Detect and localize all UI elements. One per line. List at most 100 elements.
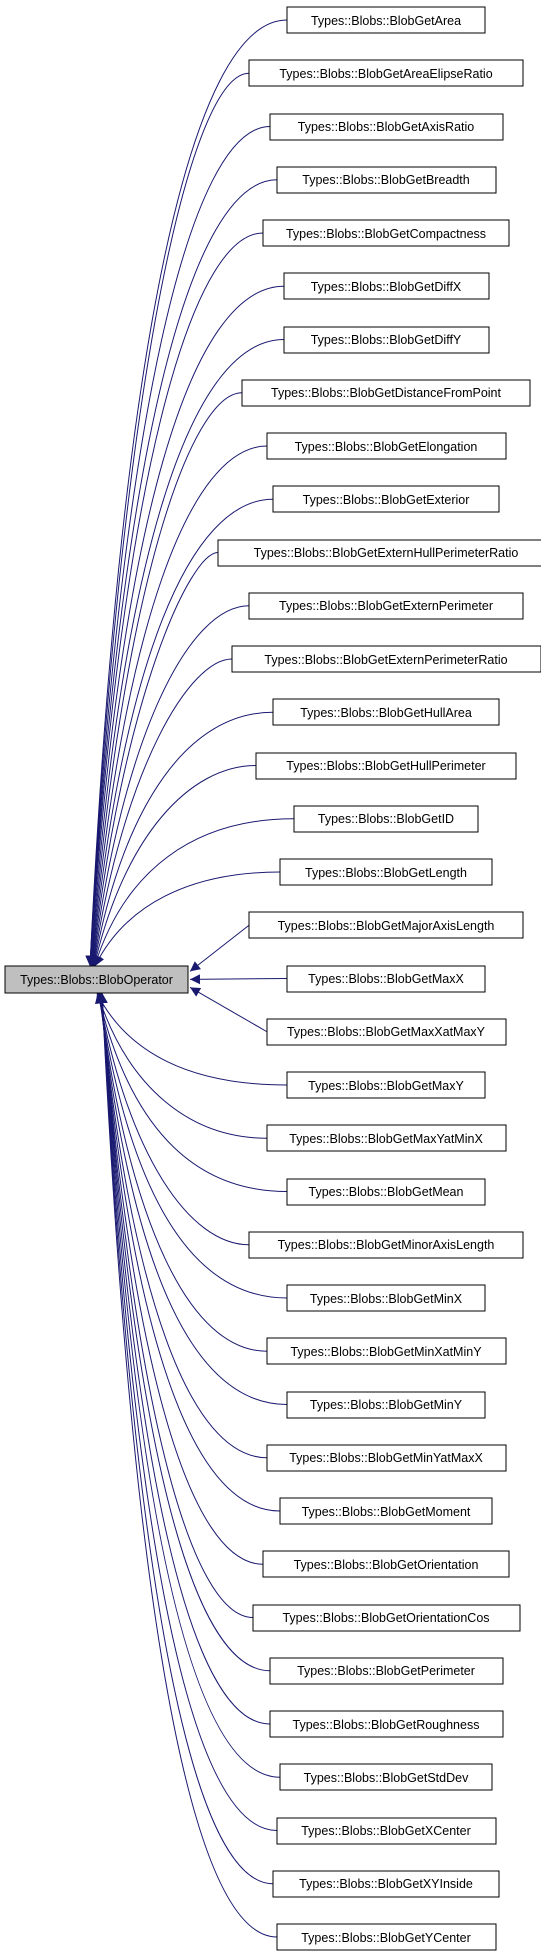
child-node-label: Types::Blobs::BlobGetPerimeter	[297, 1664, 475, 1678]
child-node-blob-get-extern-perimeter-ratio[interactable]: Types::Blobs::BlobGetExternPerimeterRati…	[231, 645, 541, 673]
child-node-box[interactable]	[252, 1604, 521, 1632]
child-node-blob-get-orientation[interactable]: Types::Blobs::BlobGetOrientation	[262, 1550, 510, 1578]
child-node-box[interactable]	[279, 1497, 493, 1525]
child-node-box[interactable]	[266, 1018, 507, 1046]
edge-blob-get-area-elipse-ratio	[85, 72, 250, 967]
child-node-box[interactable]	[272, 698, 500, 726]
child-node-box[interactable]	[286, 1178, 486, 1206]
edge-blob-get-max-x	[189, 974, 288, 985]
child-node-blob-get-max-y[interactable]: Types::Blobs::BlobGetMaxY	[286, 1071, 486, 1099]
child-node-box[interactable]	[276, 166, 497, 194]
child-node-blob-get-diff-x[interactable]: Types::Blobs::BlobGetDiffX	[283, 272, 490, 300]
child-node-blob-get-id[interactable]: Types::Blobs::BlobGetID	[293, 805, 479, 833]
edge-blob-get-diff-x	[85, 285, 285, 967]
nodes-layer: Types::Blobs::BlobOperator Types::Blobs:…	[4, 6, 541, 1951]
child-node-box[interactable]	[272, 485, 500, 513]
child-node-blob-get-diff-y[interactable]: Types::Blobs::BlobGetDiffY	[283, 326, 490, 354]
child-node-blob-get-compactness[interactable]: Types::Blobs::BlobGetCompactness	[262, 219, 510, 247]
child-node-blob-get-min-y[interactable]: Types::Blobs::BlobGetMinY	[286, 1391, 486, 1419]
child-node-label: Types::Blobs::BlobGetMaxYatMinX	[289, 1132, 483, 1146]
child-node-box[interactable]	[283, 326, 490, 354]
child-node-label: Types::Blobs::BlobGetArea	[311, 14, 461, 28]
child-node-blob-get-min-xat-min-y[interactable]: Types::Blobs::BlobGetMinXatMinY	[266, 1337, 507, 1365]
child-node-blob-get-min-yat-max-x[interactable]: Types::Blobs::BlobGetMinYatMaxX	[266, 1444, 507, 1472]
child-node-box[interactable]	[272, 1870, 500, 1898]
child-node-label: Types::Blobs::BlobGetLength	[305, 866, 467, 880]
edge-blob-get-max-xat-max-y	[189, 986, 268, 1033]
child-node-box[interactable]	[286, 6, 486, 34]
child-node-box[interactable]	[248, 911, 524, 939]
child-node-box[interactable]	[266, 1124, 507, 1152]
edge-blob-get-min-y	[95, 992, 288, 1405]
child-node-box[interactable]	[279, 858, 493, 886]
child-node-box[interactable]	[266, 432, 507, 460]
child-node-box[interactable]	[269, 1657, 504, 1685]
child-node-box[interactable]	[276, 1817, 497, 1845]
child-node-blob-get-std-dev[interactable]: Types::Blobs::BlobGetStdDev	[279, 1763, 493, 1791]
child-node-box[interactable]	[286, 1284, 486, 1312]
child-node-box[interactable]	[262, 219, 510, 247]
child-node-blob-get-major-axis-length[interactable]: Types::Blobs::BlobGetMajorAxisLength	[248, 911, 524, 939]
child-node-box[interactable]	[262, 1550, 510, 1578]
child-node-label: Types::Blobs::BlobGetElongation	[295, 440, 478, 454]
child-node-blob-get-xyinside[interactable]: Types::Blobs::BlobGetXYInside	[272, 1870, 500, 1898]
child-node-box[interactable]	[255, 752, 517, 780]
child-node-box[interactable]	[286, 1071, 486, 1099]
child-node-label: Types::Blobs::BlobGetDiffY	[311, 333, 462, 347]
child-node-box[interactable]	[276, 1923, 497, 1951]
child-node-box[interactable]	[248, 59, 524, 87]
root-node-box[interactable]	[4, 965, 189, 994]
child-node-label: Types::Blobs::BlobGetAxisRatio	[298, 120, 475, 134]
child-node-box[interactable]	[269, 1710, 504, 1738]
child-node-box[interactable]	[286, 965, 486, 993]
child-node-blob-get-ycenter[interactable]: Types::Blobs::BlobGetYCenter	[276, 1923, 497, 1951]
child-node-box[interactable]	[248, 1231, 524, 1259]
child-node-box[interactable]	[279, 1763, 493, 1791]
child-node-box[interactable]	[241, 379, 531, 407]
child-node-label: Types::Blobs::BlobGetXYInside	[299, 1877, 473, 1891]
child-node-blob-get-perimeter[interactable]: Types::Blobs::BlobGetPerimeter	[269, 1657, 504, 1685]
edge-blob-get-exterior	[88, 498, 274, 967]
root-node-label: Types::Blobs::BlobOperator	[20, 973, 173, 987]
edge-blob-get-elongation	[87, 445, 268, 967]
child-node-blob-get-mean[interactable]: Types::Blobs::BlobGetMean	[286, 1178, 486, 1206]
child-node-box[interactable]	[217, 539, 541, 567]
child-node-blob-get-hull-perimeter[interactable]: Types::Blobs::BlobGetHullPerimeter	[255, 752, 517, 780]
child-node-blob-get-minor-axis-length[interactable]: Types::Blobs::BlobGetMinorAxisLength	[248, 1231, 524, 1259]
child-node-blob-get-distance-from-point[interactable]: Types::Blobs::BlobGetDistanceFromPoint	[241, 379, 531, 407]
child-node-blob-get-xcenter[interactable]: Types::Blobs::BlobGetXCenter	[276, 1817, 497, 1845]
child-node-label: Types::Blobs::BlobGetYCenter	[301, 1931, 471, 1945]
child-node-box[interactable]	[266, 1444, 507, 1472]
child-node-label: Types::Blobs::BlobGetOrientation	[294, 1558, 479, 1572]
child-node-blob-get-roughness[interactable]: Types::Blobs::BlobGetRoughness	[269, 1710, 504, 1738]
child-node-box[interactable]	[231, 645, 541, 673]
child-node-label: Types::Blobs::BlobGetBreadth	[302, 173, 470, 187]
child-node-blob-get-moment[interactable]: Types::Blobs::BlobGetMoment	[279, 1497, 493, 1525]
child-node-blob-get-max-yat-min-x[interactable]: Types::Blobs::BlobGetMaxYatMinX	[266, 1124, 507, 1152]
child-node-blob-get-area-elipse-ratio[interactable]: Types::Blobs::BlobGetAreaElipseRatio	[248, 59, 524, 87]
child-node-box[interactable]	[293, 805, 479, 833]
child-node-blob-get-orientation-cos[interactable]: Types::Blobs::BlobGetOrientationCos	[252, 1604, 521, 1632]
edge-blob-get-id	[92, 818, 295, 967]
child-node-blob-get-elongation[interactable]: Types::Blobs::BlobGetElongation	[266, 432, 507, 460]
child-node-blob-get-area[interactable]: Types::Blobs::BlobGetArea	[286, 6, 486, 34]
child-node-blob-get-max-xat-max-y[interactable]: Types::Blobs::BlobGetMaxXatMaxY	[266, 1018, 507, 1046]
child-node-blob-get-extern-perimeter[interactable]: Types::Blobs::BlobGetExternPerimeter	[248, 592, 524, 620]
child-node-blob-get-exterior[interactable]: Types::Blobs::BlobGetExterior	[272, 485, 500, 513]
child-node-box[interactable]	[266, 1337, 507, 1365]
child-node-box[interactable]	[248, 592, 524, 620]
child-node-blob-get-length[interactable]: Types::Blobs::BlobGetLength	[279, 858, 493, 886]
child-node-blob-get-hull-area[interactable]: Types::Blobs::BlobGetHullArea	[272, 698, 500, 726]
child-node-blob-get-extern-hull-perimeter-ratio[interactable]: Types::Blobs::BlobGetExternHullPerimeter…	[217, 539, 541, 567]
child-node-box[interactable]	[269, 113, 504, 141]
root-node[interactable]: Types::Blobs::BlobOperator	[4, 965, 189, 994]
child-node-label: Types::Blobs::BlobGetStdDev	[304, 1771, 469, 1785]
child-node-blob-get-axis-ratio[interactable]: Types::Blobs::BlobGetAxisRatio	[269, 113, 504, 141]
child-node-box[interactable]	[283, 272, 490, 300]
edge-blob-get-length	[94, 871, 281, 967]
child-node-blob-get-min-x[interactable]: Types::Blobs::BlobGetMinX	[286, 1284, 486, 1312]
child-node-blob-get-max-x[interactable]: Types::Blobs::BlobGetMaxX	[286, 965, 486, 993]
child-node-blob-get-breadth[interactable]: Types::Blobs::BlobGetBreadth	[276, 166, 497, 194]
edge-blob-get-distance-from-point	[86, 392, 243, 967]
child-node-box[interactable]	[286, 1391, 486, 1419]
